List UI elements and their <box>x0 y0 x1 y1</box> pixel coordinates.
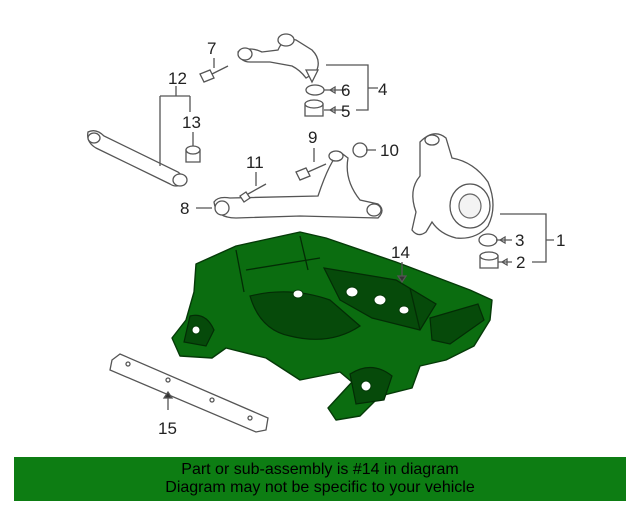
bushing-6[interactable] <box>305 84 325 96</box>
callout-11: 11 <box>246 153 264 172</box>
brace-plate-15[interactable] <box>109 353 269 433</box>
callout-1: 1 <box>556 231 565 250</box>
callout-6: 6 <box>341 81 350 100</box>
callout-10: 10 <box>380 141 399 160</box>
ball-joint-13[interactable] <box>185 145 201 163</box>
callout-14: 14 <box>391 243 410 262</box>
callout-4: 4 <box>378 80 387 99</box>
bolt-7[interactable] <box>199 65 229 83</box>
notice-line-2: Diagram may not be specific to your vehi… <box>165 479 475 496</box>
upper-control-arm[interactable] <box>237 33 320 84</box>
callout-9: 9 <box>308 128 317 147</box>
nut-10[interactable] <box>352 142 368 158</box>
steering-knuckle[interactable] <box>411 133 494 239</box>
tension-rod[interactable] <box>87 130 188 187</box>
notice-banner: Part or sub-assembly is #14 in diagram D… <box>14 457 626 501</box>
front-crossmember-14[interactable] <box>171 231 493 421</box>
lower-control-arm[interactable] <box>213 150 383 219</box>
callout-13: 13 <box>182 113 201 132</box>
notice-line-1: Part or sub-assembly is #14 in diagram <box>181 461 459 478</box>
callout-2: 2 <box>516 253 525 272</box>
bolt-9[interactable] <box>295 163 327 181</box>
callout-5: 5 <box>341 102 350 121</box>
bushing-5[interactable] <box>304 99 324 117</box>
callout-12: 12 <box>168 69 187 88</box>
ball-joint-3[interactable] <box>478 233 498 247</box>
callout-8: 8 <box>180 199 189 218</box>
callout-3: 3 <box>515 231 524 250</box>
bolt-11[interactable] <box>239 183 267 203</box>
callout-15: 15 <box>158 419 177 438</box>
callout-7: 7 <box>207 39 216 58</box>
boot-2[interactable] <box>479 251 499 269</box>
parts-diagram: 7 4 6 5 12 13 9 10 11 8 3 1 2 14 15 <box>87 33 565 438</box>
